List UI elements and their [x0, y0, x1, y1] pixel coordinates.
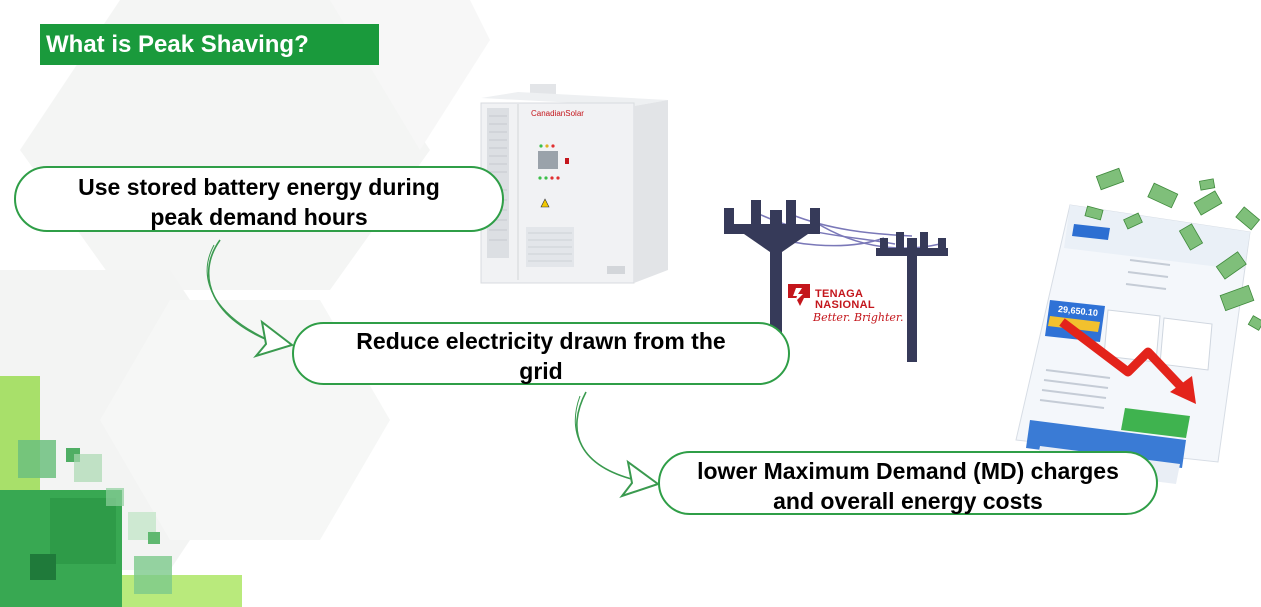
step-3-box: lower Maximum Demand (MD) charges and ov… — [658, 451, 1158, 515]
step-2-line2: grid — [519, 358, 563, 384]
tnb-tagline: Better. Brighter. — [813, 311, 904, 324]
green-square-deco — [30, 554, 56, 580]
step-3-line2: and overall energy costs — [773, 488, 1043, 514]
step-2-line1: Reduce electricity drawn from the — [356, 328, 726, 354]
tnb-name-line1: TENAGA — [815, 288, 864, 300]
connector-arrow-2 — [574, 391, 661, 498]
green-square-deco — [106, 488, 124, 506]
green-square-deco — [134, 556, 172, 594]
tnb-name-line2: NASIONAL — [815, 299, 875, 311]
green-square-deco — [50, 498, 116, 564]
step-1-line2: peak demand hours — [150, 204, 368, 230]
step-2-box: Reduce electricity drawn from the grid — [292, 322, 790, 385]
battery-brand-label: CanadianSolar — [531, 109, 584, 118]
step-1-line1: Use stored battery energy during — [78, 174, 440, 200]
green-square-deco — [148, 532, 160, 544]
tnb-name: TENAGA NASIONAL — [815, 289, 875, 311]
green-square-deco — [18, 440, 56, 478]
green-square-deco — [74, 454, 102, 482]
connector-arrow-1 — [206, 239, 295, 358]
step-1-box: Use stored battery energy during peak de… — [14, 166, 504, 232]
step-3-line1: lower Maximum Demand (MD) charges — [697, 458, 1119, 484]
money-bill-icon — [1084, 167, 1261, 331]
page-title: What is Peak Shaving? — [40, 24, 379, 65]
